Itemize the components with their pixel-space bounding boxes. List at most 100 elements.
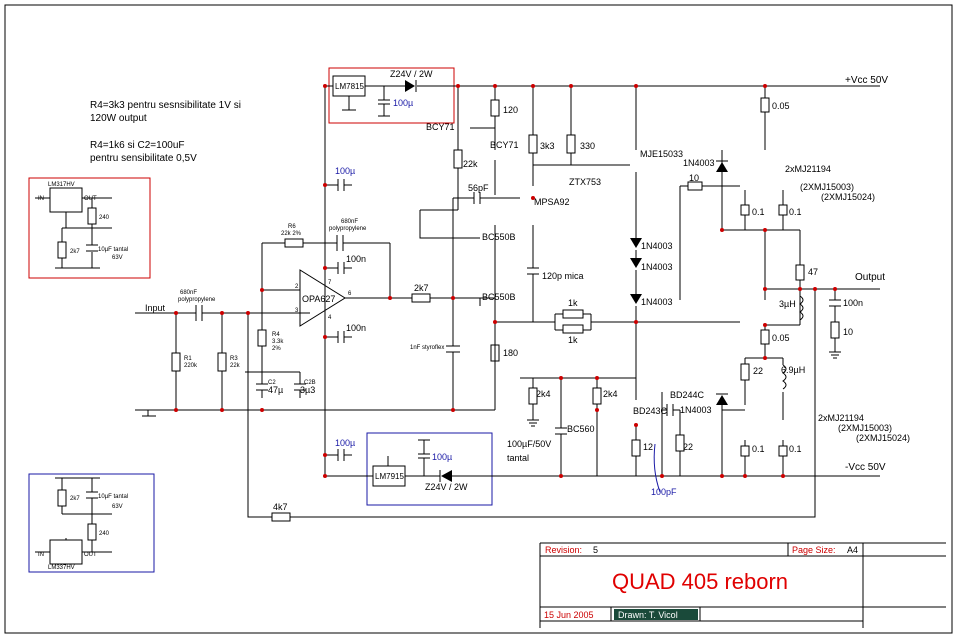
svg-text:2k4: 2k4 [536,389,551,399]
svg-text:22k: 22k [463,159,478,169]
drawing-title: QUAD 405 reborn [612,569,788,594]
opamp: OPA627 2 3 6 7 4 R6 22k 2% 680nF polypro… [245,166,495,476]
svg-text:22k: 22k [230,363,241,369]
svg-text:120: 120 [503,105,518,115]
svg-text:3: 3 [295,308,299,314]
svg-text:1N4003: 1N4003 [641,241,673,251]
note-c2-line1: R4=1k6 si C2=100uF [90,140,185,151]
svg-text:22k 2%: 22k 2% [281,231,302,237]
svg-text:0.05: 0.05 [772,101,790,111]
svg-text:3.3k: 3.3k [272,339,284,345]
svg-text:BC550B: BC550B [482,232,516,242]
revision-value: 5 [593,545,598,555]
svg-text:2k7: 2k7 [70,249,80,255]
svg-text:100µ: 100µ [335,438,355,448]
svg-text:Page Size:: Page Size: [792,545,836,555]
lower-driver: 2k4 2k4 BC560 100µF/50V tantal BD243C BD… [507,377,705,497]
svg-text:OUT: OUT [84,196,97,202]
svg-text:BC550B: BC550B [482,292,516,302]
svg-text:(2XMJ15003): (2XMJ15003) [800,182,854,192]
svg-text:10µF tantal: 10µF tantal [98,494,128,500]
svg-text:47: 47 [808,267,818,277]
svg-text:3µH: 3µH [779,299,796,309]
input-section: Input 680nF polypropylene R1 220k R3 22k [135,290,495,417]
page-border [4,4,953,634]
svg-text:63V: 63V [112,255,123,261]
svg-text:ZTX753: ZTX753 [569,177,601,187]
vcc-neg-label: -Vcc 50V [845,462,886,473]
svg-text:2%: 2% [272,346,281,352]
svg-text:47µ: 47µ [268,385,283,395]
input-label: Input [145,303,166,313]
svg-text:2xMJ21194: 2xMJ21194 [785,164,831,174]
svg-text:100µ: 100µ [432,452,452,462]
svg-text:C2B: C2B [304,380,316,386]
svg-text:polypropylene: polypropylene [329,226,367,232]
svg-text:1k: 1k [568,298,578,308]
svg-text:0.05: 0.05 [772,333,790,343]
svg-text:6.9µH: 6.9µH [781,365,805,375]
svg-text:240: 240 [99,215,110,221]
svg-text:10: 10 [689,173,699,183]
svg-text:R4: R4 [272,332,280,338]
svg-text:100n: 100n [843,298,863,308]
svg-text:BD244C: BD244C [670,390,705,400]
note-c2-line2: pentru sensibilitate 0,5V [90,153,197,164]
svg-text:R3: R3 [230,356,238,362]
svg-text:1N4003: 1N4003 [641,262,673,272]
svg-text:100n: 100n [346,323,366,333]
lm317-block: LM317HV IN OUT 240 2k7 10µF tantal 63V [28,177,151,279]
svg-text:4k7: 4k7 [273,502,288,512]
junctions [174,84,837,478]
svg-text:2xMJ21194: 2xMJ21194 [818,413,864,423]
svg-text:22: 22 [683,442,693,452]
svg-text:C2: C2 [268,380,276,386]
lm337-label: LM337HV [48,565,75,571]
svg-text:7: 7 [328,280,332,286]
opamp-label: OPA627 [302,294,335,304]
svg-text:2k7: 2k7 [414,283,429,293]
svg-text:(2XMJ15024): (2XMJ15024) [856,433,910,443]
svg-text:63V: 63V [112,504,123,510]
svg-text:0.1: 0.1 [752,444,765,454]
svg-text:R6: R6 [288,224,296,230]
svg-text:1N4003: 1N4003 [641,297,673,307]
svg-text:100µF/50V: 100µF/50V [507,439,551,449]
svg-text:tantal: tantal [507,453,529,463]
supply-rails [458,85,880,477]
svg-text:(2XMJ15024): (2XMJ15024) [821,192,875,202]
lower-regulator: LM7915 Z24V / 2W 100µ [325,432,493,506]
driver-stage: 120 BCY71 22k BCY71 56pF MPSA92 BC550B B… [410,86,740,410]
svg-text:MJE15033: MJE15033 [640,149,683,159]
svg-text:56pF: 56pF [468,183,489,193]
upper-regulator: LM7815 Z24V / 2W 100µ [324,67,458,380]
svg-text:22: 22 [753,366,763,376]
svg-text:180: 180 [503,348,518,358]
title-block: Revision: 5 Page Size: A4 QUAD 405 rebor… [539,542,946,628]
svg-text:LM7915: LM7915 [375,472,404,481]
svg-text:3µ3: 3µ3 [300,385,315,395]
svg-text:100pF: 100pF [651,487,677,497]
svg-text:Z24V / 2W: Z24V / 2W [390,69,433,79]
svg-text:IN: IN [38,552,44,558]
drawn-by: Drawn: T. Vicol [618,610,678,620]
lm337-block: 2k7 240 10µF tantal 63V IN OUT LM337HV [28,473,155,573]
svg-text:10: 10 [843,327,853,337]
svg-text:Revision:: Revision: [545,545,582,555]
svg-text:3k3: 3k3 [540,141,555,151]
svg-text:1nF styroflex: 1nF styroflex [410,345,444,351]
note-r4-line2: 120W output [90,113,147,124]
svg-text:MPSA92: MPSA92 [534,197,570,207]
svg-text:100n: 100n [346,254,366,264]
upper-output: 0.05 1N4003 10 0.1 0.1 2xMJ21194 (2XMJ15… [679,86,875,300]
note-r4-line1: R4=3k3 pentru sesnsibilitate 1V si [90,100,241,111]
svg-text:6: 6 [348,291,352,297]
svg-text:Z24V / 2W: Z24V / 2W [425,482,468,492]
svg-text:BCY71: BCY71 [490,140,519,150]
svg-text:BD243C: BD243C [633,406,668,416]
svg-text:1k: 1k [568,335,578,345]
svg-text:680nF: 680nF [180,290,197,296]
svg-text:10µF tantal: 10µF tantal [98,247,128,253]
svg-text:0.1: 0.1 [752,207,765,217]
